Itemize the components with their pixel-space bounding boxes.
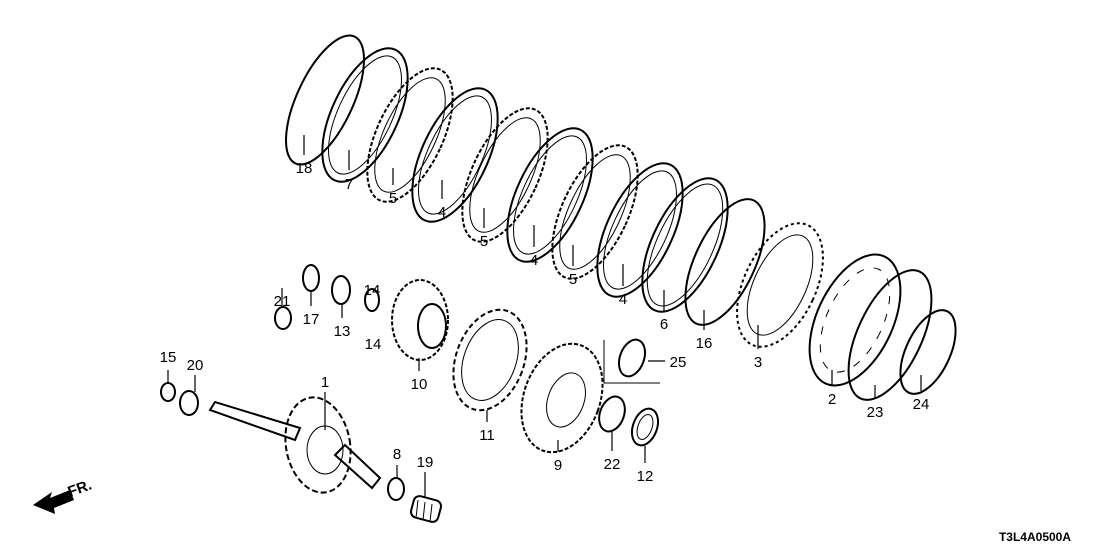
clutch-plate-4 (506, 127, 594, 263)
clutch-plate-4 (596, 162, 684, 298)
callout-21: 21 (274, 293, 291, 310)
callout-9: 9 (554, 457, 562, 474)
callout-3: 3 (754, 354, 762, 371)
front-direction-arrow: FR. (33, 477, 94, 514)
clutch-disc-5 (461, 107, 549, 243)
callout-13: 13 (334, 323, 351, 340)
callout-5: 5 (480, 233, 488, 250)
clutch-disc-5 (551, 144, 639, 280)
callout-5: 5 (569, 271, 577, 288)
washer-8 (387, 477, 405, 501)
callout-12: 12 (637, 468, 654, 485)
diagram-code: T3L4A0500A (999, 530, 1071, 544)
callout-25: 25 (670, 354, 687, 371)
callout-4: 4 (619, 291, 627, 308)
callout-10: 10 (411, 376, 428, 393)
callout-4: 4 (438, 204, 446, 221)
o-ring-23 (847, 269, 933, 401)
callout-2: 2 (828, 391, 836, 408)
cotter-14 (364, 288, 380, 312)
snap-ring-16 (684, 198, 766, 326)
callout-8: 8 (393, 446, 401, 463)
callout-5: 5 (389, 190, 397, 207)
piston-2 (808, 253, 902, 387)
seal-20 (179, 390, 199, 416)
bracket-25 (603, 338, 660, 384)
washer-15 (160, 382, 176, 402)
front-label: FR. (66, 477, 95, 501)
callout-14: 14 (365, 336, 382, 353)
clutch-plate-4 (411, 87, 499, 223)
callout-17: 17 (303, 311, 320, 328)
spring-plate-6 (641, 177, 729, 313)
callout-14: 14 (364, 282, 381, 299)
carrier-9 (520, 342, 604, 454)
bearing-21 (274, 306, 292, 330)
snap-ring-17 (302, 264, 320, 292)
shaft-1 (208, 396, 382, 494)
callout-6: 6 (660, 316, 668, 333)
o-ring-24 (899, 309, 957, 395)
return-spring-3 (736, 222, 824, 348)
clutch-disc-5 (366, 67, 454, 203)
callout-15: 15 (160, 349, 177, 366)
callout-20: 20 (187, 357, 204, 374)
callout-16: 16 (696, 335, 713, 352)
hub-11 (452, 308, 528, 412)
arrow-left-icon (33, 490, 74, 514)
seal-22 (598, 395, 626, 433)
leader-lines (167, 135, 922, 498)
thrust-washer-13 (331, 275, 351, 305)
gear-10 (391, 279, 449, 361)
callout-7: 7 (345, 176, 353, 193)
needle-bearing-19 (409, 495, 443, 523)
end-plate-7 (321, 47, 409, 183)
callout-22: 22 (604, 456, 621, 473)
callout-18: 18 (296, 160, 313, 177)
callout-4: 4 (530, 252, 538, 269)
callout-19: 19 (417, 454, 434, 471)
washer-12 (630, 407, 660, 447)
callout-1: 1 (321, 374, 329, 391)
snap-ring-18 (285, 34, 365, 166)
callout-24: 24 (913, 396, 930, 413)
callout-11: 11 (479, 427, 495, 444)
callout-23: 23 (867, 404, 884, 421)
